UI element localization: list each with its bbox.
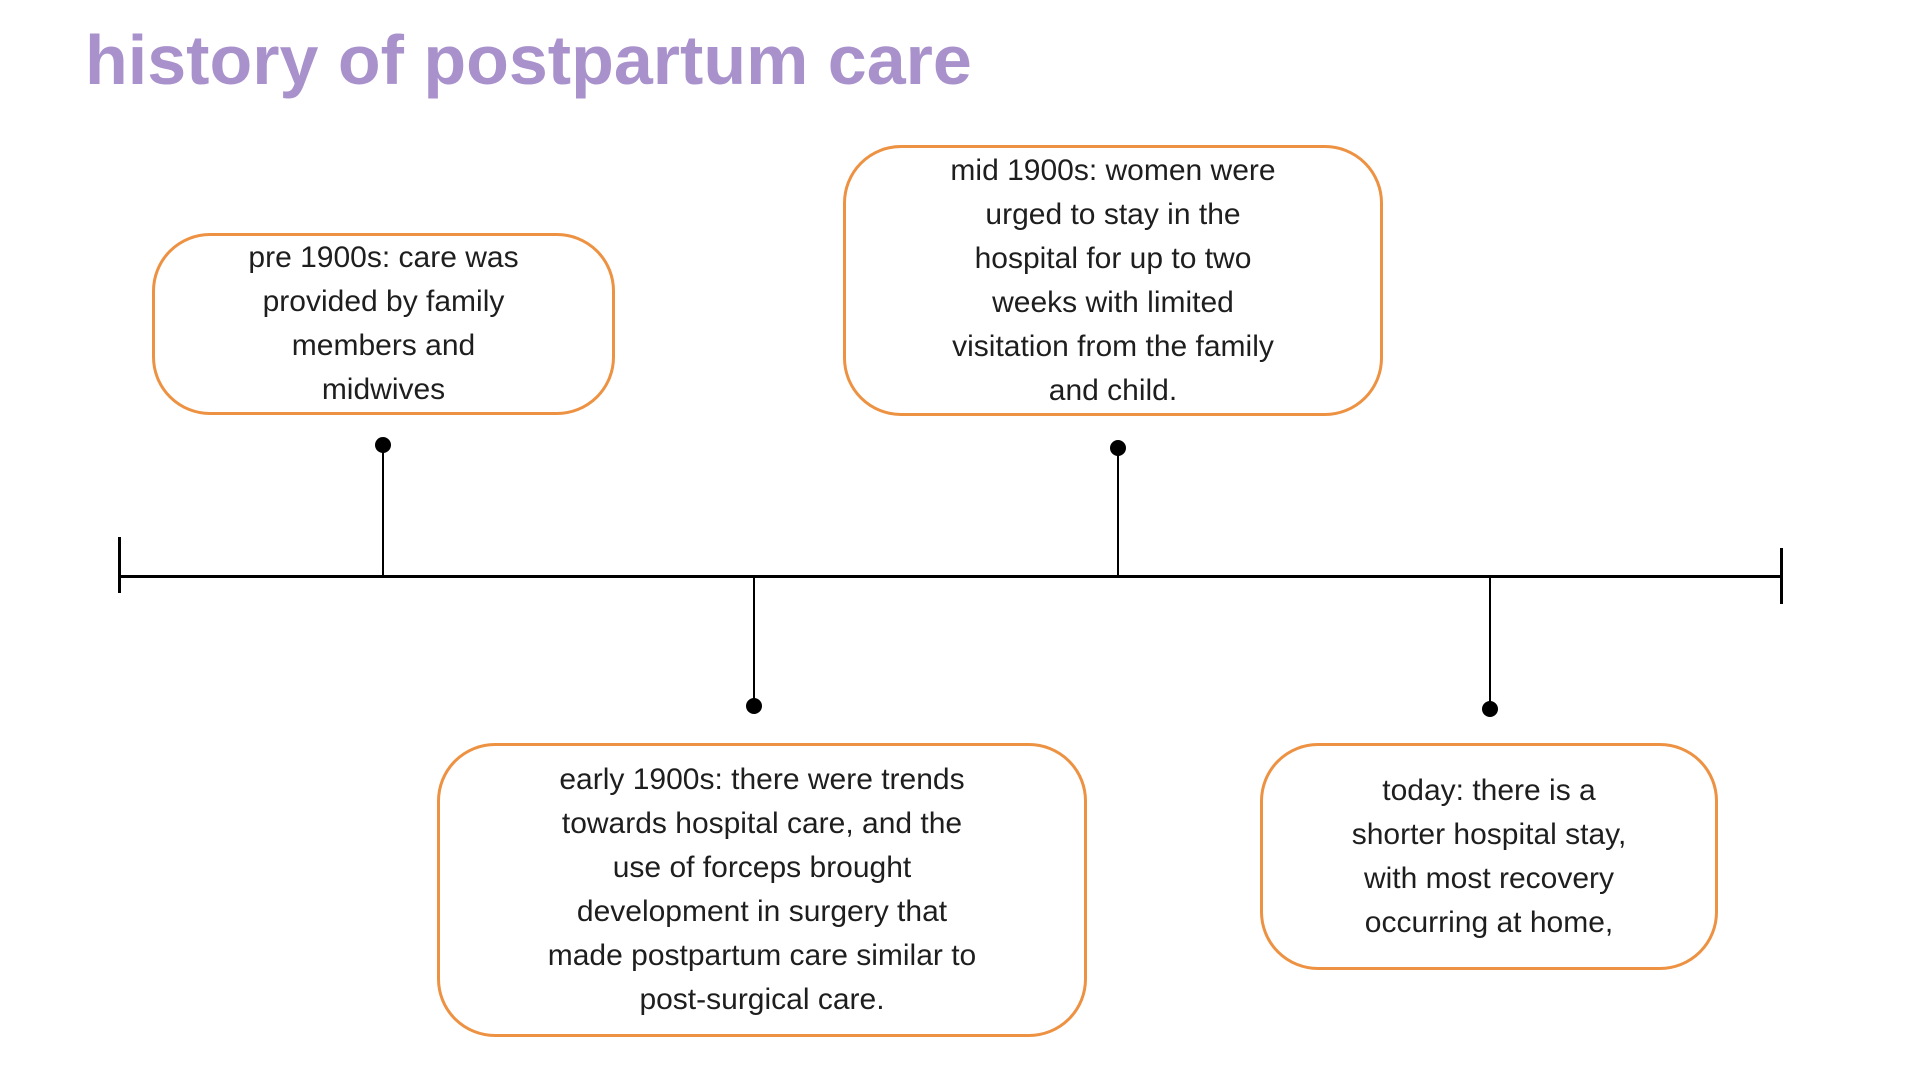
connector-pre-1900s: [382, 445, 384, 577]
event-text-line: members and: [291, 329, 476, 362]
event-text-line: visitation from the family: [952, 329, 1274, 363]
event-text-line: use of forceps brought: [612, 851, 912, 884]
event-text-line: hospital for up to two: [974, 241, 1252, 275]
event-box-early-1900s: early 1900s: there were trends towards h…: [437, 743, 1087, 1037]
event-text-line: pre 1900s: care was: [248, 241, 519, 274]
connector-today: [1489, 577, 1491, 709]
event-text-line: provided by family: [262, 285, 505, 318]
timeline-dot-today: [1482, 701, 1498, 717]
event-box-today: today: there is a shorter hospital stay,…: [1260, 743, 1718, 970]
event-text-line: and child.: [1048, 373, 1178, 407]
event-text-line: towards hospital care, and the: [561, 807, 963, 840]
timeline-right-tick: [1780, 548, 1783, 604]
event-text-line: with most recovery: [1363, 861, 1615, 895]
event-text-line: post-surgical care.: [639, 983, 885, 1016]
event-text-line: development in surgery that: [576, 895, 948, 928]
timeline-left-tick: [118, 537, 121, 593]
event-text-line: midwives: [321, 373, 446, 406]
event-box-mid-1900s: mid 1900s: women were urged to stay in t…: [843, 145, 1383, 416]
page-title: history of postpartum care: [85, 21, 972, 99]
timeline-dot-mid-1900s: [1110, 440, 1126, 456]
connector-early-1900s: [753, 577, 755, 707]
event-text-line: early 1900s: there were trends: [559, 763, 965, 796]
event-text-line: today: there is a: [1382, 773, 1596, 807]
connector-mid-1900s: [1117, 448, 1119, 577]
event-text-line: weeks with limited: [992, 285, 1234, 319]
timeline-line: [120, 575, 1782, 578]
timeline-dot-pre-1900s: [375, 437, 391, 453]
event-text-line: made postpartum care similar to: [547, 939, 977, 972]
timeline-dot-early-1900s: [746, 698, 762, 714]
event-text-line: shorter hospital stay,: [1351, 817, 1627, 851]
event-text-line: occurring at home,: [1364, 905, 1614, 939]
event-text-line: urged to stay in the: [985, 197, 1241, 231]
event-text-line: mid 1900s: women were: [950, 153, 1276, 187]
event-box-pre-1900s: pre 1900s: care was provided by family m…: [152, 233, 615, 415]
